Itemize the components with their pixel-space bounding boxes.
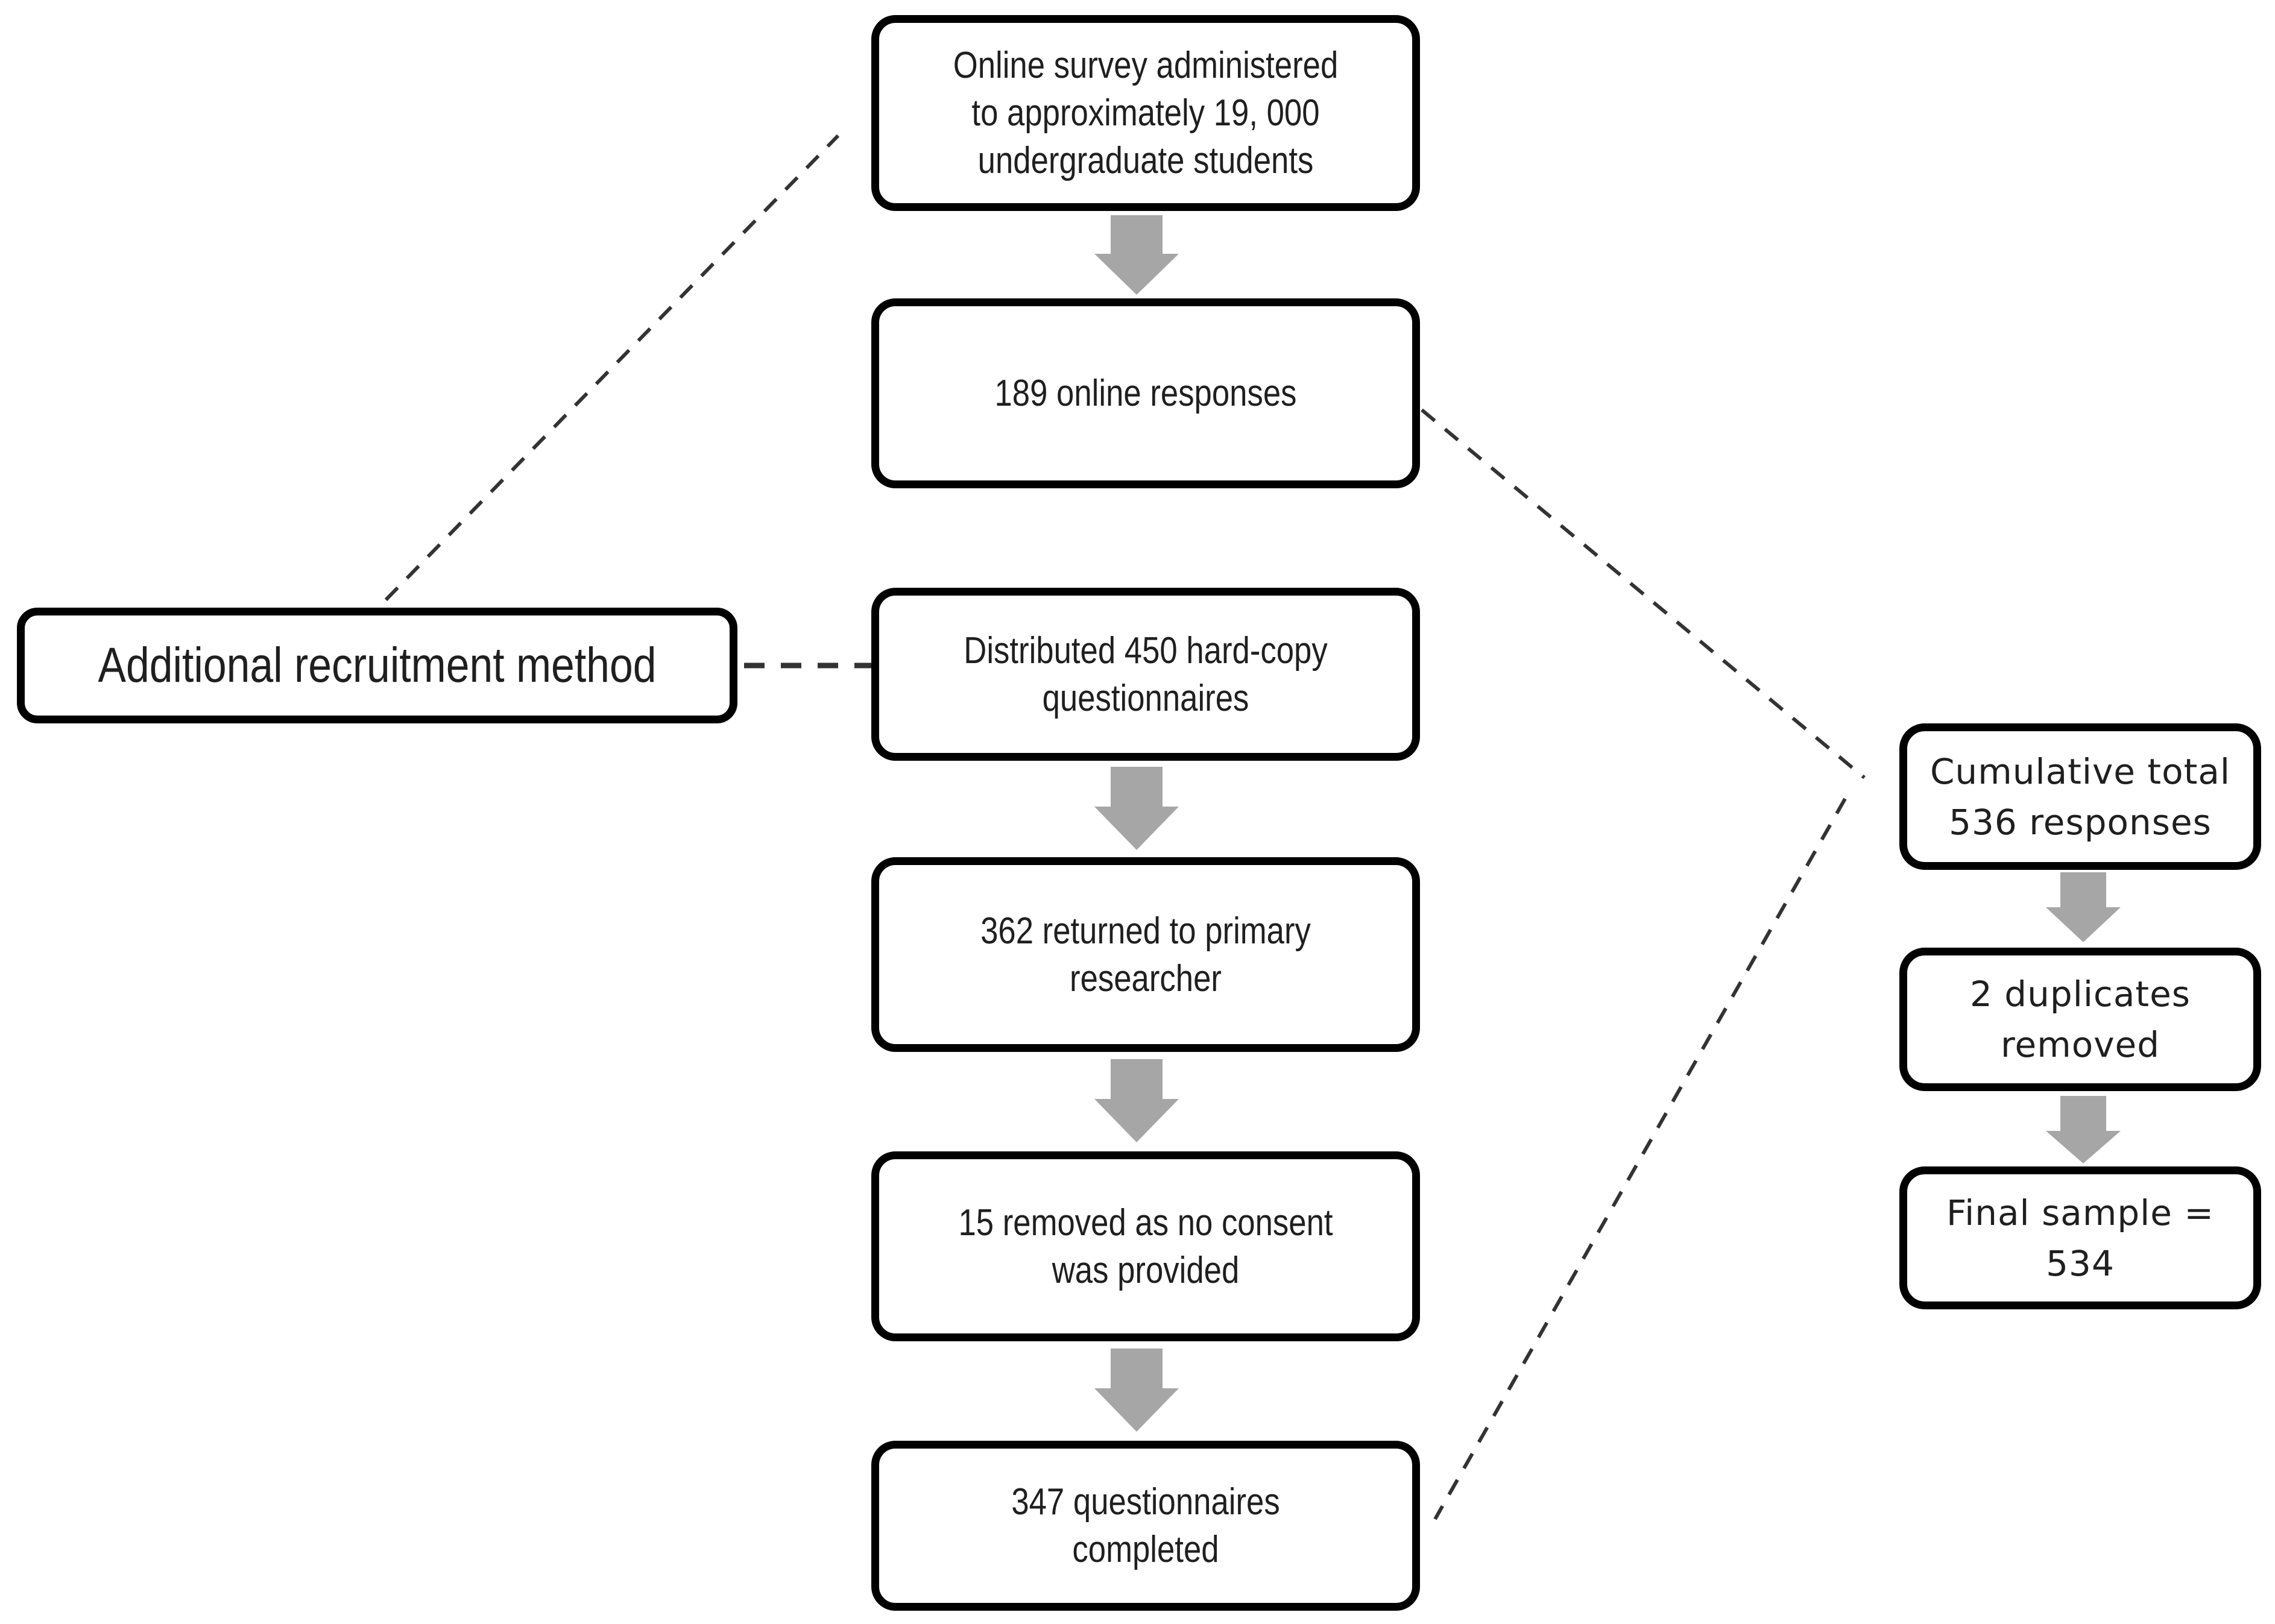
node-returned-to-researcher: 362 returned to primary researcher [871, 857, 1420, 1052]
node-duplicates-removed-label: 2 duplicates removed [1969, 974, 2191, 1065]
node-removed-no-consent: 15 removed as no consent was provided [871, 1151, 1420, 1341]
node-final-sample: Final sample = 534 [1899, 1166, 2261, 1309]
down-arrow-survey-to-responses [1094, 215, 1179, 295]
dashed-connector-additional-to-online-survey [384, 134, 840, 602]
node-additional-recruitment-label: Additional recruitment method [98, 638, 657, 693]
node-distributed-questionnaires: Distributed 450 hard-copy questionnaires [871, 588, 1420, 761]
node-additional-recruitment: Additional recruitment method [17, 608, 737, 723]
down-arrow-returned-to-removed [1094, 1059, 1179, 1142]
down-arrow-cumulative-to-duplicates [2046, 872, 2121, 942]
node-removed-no-consent-label: 15 removed as no consent was provided [958, 1201, 1333, 1291]
dashed-connector-responses-to-cumulative [1421, 408, 1866, 779]
node-questionnaires-completed-label: 347 questionnaires completed [1011, 1481, 1280, 1570]
node-questionnaires-completed: 347 questionnaires completed [871, 1441, 1420, 1611]
down-arrow-duplicates-to-final [2046, 1096, 2121, 1163]
node-online-survey-label: Online survey administered to approximat… [953, 45, 1339, 181]
node-online-responses-label: 189 online responses [994, 373, 1297, 414]
down-arrow-removed-to-completed [1094, 1349, 1179, 1432]
node-cumulative-total-label: Cumulative total 536 responses [1929, 751, 2231, 843]
node-returned-to-researcher-label: 362 returned to primary researcher [980, 910, 1311, 999]
node-final-sample-label: Final sample = 534 [1946, 1192, 2214, 1284]
down-arrow-distributed-to-returned [1094, 767, 1179, 850]
node-distributed-questionnaires-label: Distributed 450 hard-copy questionnaires [964, 629, 1328, 719]
node-duplicates-removed: 2 duplicates removed [1899, 948, 2261, 1091]
node-cumulative-total: Cumulative total 536 responses [1899, 723, 2261, 870]
dashed-connector-completed-to-cumulative [1433, 798, 1847, 1520]
node-online-survey: Online survey administered to approximat… [871, 15, 1420, 211]
node-online-responses: 189 online responses [871, 298, 1420, 488]
